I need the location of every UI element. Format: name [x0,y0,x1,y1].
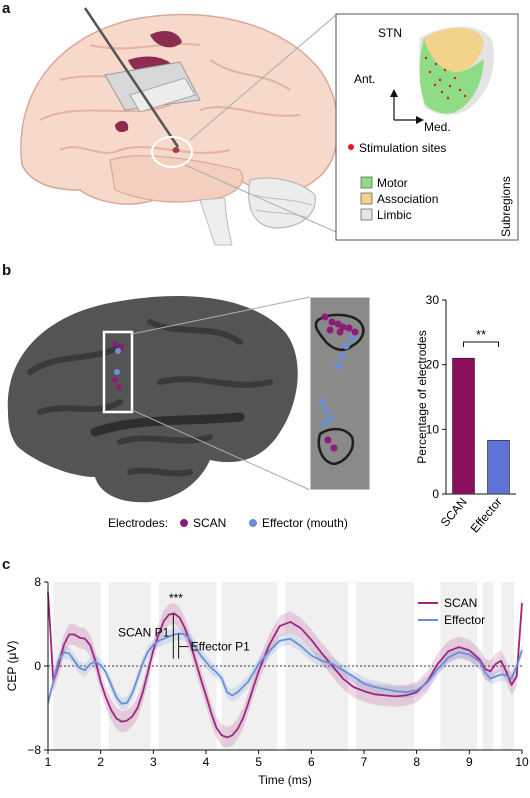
legend-label-motor: Motor [377,176,408,190]
cortex-zoom-box [102,330,134,414]
subregions-label: Subregions [499,176,513,237]
bar-category-label: SCAN [438,495,470,530]
bar-effector [487,440,510,495]
legend-swatch-motor [360,176,373,189]
axis-med-label: Med. [424,120,451,134]
legend-label-scan: SCAN [444,596,477,610]
legend-swatch-limbic [360,208,373,221]
cortex-electrodes [112,341,124,390]
line-y-tick-label: 8 [34,575,41,589]
stimulation-site-markers [424,56,467,100]
legend-label-limbic: Limbic [377,208,412,222]
stimulation-dot-icon [348,144,354,150]
stn-label: STN [378,26,402,40]
effector-p1-label: Effector P1 [191,640,250,654]
legend-swatch-association [360,192,373,205]
analysis-window [440,582,478,750]
panel-a-letter: a [2,0,11,17]
electrodes-legend-prefix: Electrodes: [108,516,168,530]
line-y-tick-label: −8 [27,743,41,757]
legend-dot-scan-icon [180,519,188,527]
significance-marker: ** [476,327,486,342]
p1-significance-marker: *** [169,591,183,605]
line-x-axis-label: Time (ms) [258,773,312,787]
axis-ant-label: Ant. [354,72,375,86]
ci-band-scan [48,582,522,748]
brain-illustration [20,7,339,246]
scan-p1-label: SCAN P1 [118,625,170,639]
panel-b-figure: Electrodes: SCAN Effector (mouth) [7,295,371,530]
line-x-tick-label: 10 [515,755,529,769]
bar-y-axis-label: Percentage of electrodes [416,330,429,463]
bar-scan [452,357,475,495]
cortical-surface [7,295,298,503]
series-line-effector [47,632,523,705]
line-y-tick-label: 0 [34,659,41,673]
bar-y-tick-label: 0 [432,487,439,501]
stn-structure [419,26,494,115]
line-x-tick-label: 4 [203,755,210,769]
significance-bracket [463,341,499,348]
line-x-tick-label: 5 [255,755,262,769]
line-x-tick-label: 9 [466,755,473,769]
electrodes-legend-scan: SCAN [193,516,226,530]
bar-y-tick-label: 30 [426,293,440,307]
line-x-tick-label: 3 [150,755,157,769]
panel-b-letter: b [2,262,12,279]
zoom-inset-detail [314,313,365,466]
electrodes-legend-effector: Effector (mouth) [262,516,348,530]
line-y-axis-label: CEP (μV) [5,641,19,692]
panel-a-figure: STN Ant. Med. Stimulation sites Motor As… [20,7,519,246]
bar-y-tick-label: 20 [426,358,440,372]
line-x-tick-label: 6 [308,755,315,769]
analysis-window [482,582,494,750]
panel-c-letter: c [2,556,11,573]
legend-label-effector: Effector [444,613,485,627]
analysis-window [500,582,515,750]
bar-category-label: Effector [468,495,505,536]
line-x-tick-label: 1 [45,755,52,769]
line-x-tick-label: 2 [97,755,104,769]
legend-label-association: Association [377,192,438,206]
bar-y-tick-label: 10 [426,422,440,436]
arrowhead-right-icon [416,116,424,124]
ci-band-effector [48,627,522,711]
arrowhead-up-icon [390,89,398,97]
stimulation-sites-label: Stimulation sites [359,141,446,155]
series-line-scan [47,592,523,739]
line-x-tick-label: 7 [361,755,368,769]
legend-dot-effector-icon [249,519,257,527]
line-x-tick-label: 8 [413,755,420,769]
